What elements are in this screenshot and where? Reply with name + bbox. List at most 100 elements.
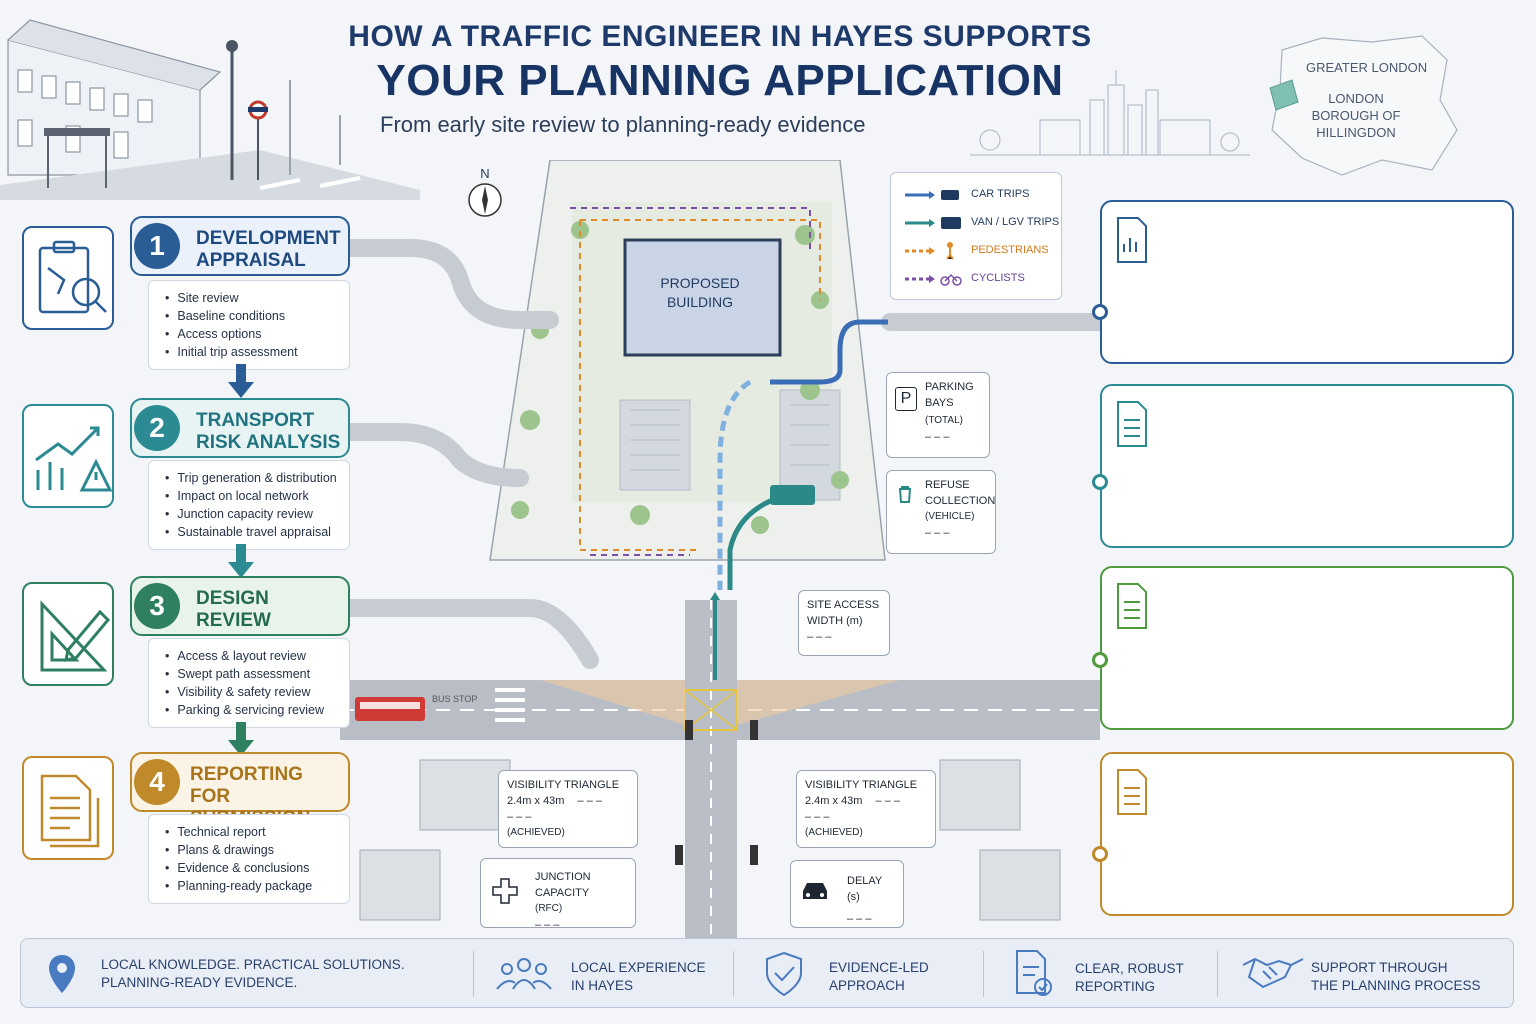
people-icon (496, 958, 552, 990)
refuse-line2: COLLECTION (925, 495, 996, 507)
junction-icon (492, 878, 518, 904)
legend-cyclists: CYCLISTS (971, 272, 1025, 284)
step3-title-line2: REVIEW (196, 610, 271, 631)
skyline-illustration (970, 70, 1250, 156)
list-item: Planning-ready package (165, 877, 339, 895)
arrow-down-icon (228, 544, 254, 578)
van-icon (941, 217, 961, 229)
step3-header: 3 DESIGN REVIEW (130, 576, 350, 636)
list-item: Swept path assessment (165, 665, 339, 683)
vis-left-value1: – – – (577, 795, 602, 807)
step2-number: 2 (134, 405, 180, 451)
step1-number: 1 (134, 223, 180, 269)
step2-title-line1: TRANSPORT (196, 410, 315, 431)
vis-left-line2: 2.4m x 43m (507, 795, 565, 807)
vis-left-line3: (ACHIEVED) (507, 827, 565, 838)
car-icon (941, 190, 959, 200)
header-line1: HOW A TRAFFIC ENGINEER IN HAYES SUPPORTS (348, 20, 1092, 53)
connector-dot (1092, 652, 1108, 668)
access-value: – – – (807, 631, 832, 643)
parking-callout: P PARKING BAYS (TOTAL) – – – (886, 372, 990, 458)
step2-list: Trip generation & distribution Impact on… (148, 460, 350, 550)
vis-right-value1: – – – (875, 795, 900, 807)
visibility-splay-right (737, 680, 900, 725)
cycle-route-top (570, 207, 811, 250)
output-panel-3 (1100, 566, 1514, 730)
locator-map: GREATER LONDON LONDON BOROUGH OF HILLING… (1262, 30, 1462, 180)
step1-title-line1: DEVELOPMENT (196, 228, 341, 249)
legend-van: VAN / LGV TRIPS (971, 216, 1060, 228)
chart-warning-icon (35, 426, 113, 492)
list-item: Trip generation & distribution (165, 469, 339, 487)
footer-tagline-line2: PLANNING-READY EVIDENCE. (101, 975, 298, 990)
pedestrian-route-top (580, 219, 821, 300)
refuse-line1: REFUSE (925, 479, 970, 491)
step1-icon-box (22, 226, 114, 330)
step2-icon-box (22, 404, 114, 508)
handshake-icon (1242, 957, 1304, 989)
parking-line2: BAYS (925, 397, 954, 409)
footer-item2-line2: APPROACH (829, 978, 905, 993)
list-item: Access options (165, 325, 339, 343)
car-front-icon (803, 883, 827, 899)
step4-list: Technical report Plans & drawings Eviden… (148, 814, 350, 904)
vis-right-line2: 2.4m x 43m (805, 795, 863, 807)
footer-item1-line2: IN HAYES (571, 978, 634, 993)
pedestrian-route-left (579, 220, 700, 551)
proposed-building-label: PROPOSED BUILDING (660, 275, 740, 310)
shield-check-icon (766, 951, 802, 997)
vis-left-line1: VISIBILITY TRIANGLE (507, 779, 620, 791)
refuse-callout: REFUSE COLLECTION (VEHICLE) – – – (886, 470, 996, 554)
pedestrian-icon (947, 242, 953, 248)
zebra-crossing (495, 688, 525, 722)
locator-borough: LONDON BOROUGH OF HILLINGDON (1311, 91, 1401, 140)
page-title: YOUR PLANNING APPLICATION (376, 56, 1064, 105)
step1-header: 1 DEVELOPMENT APPRAISAL (130, 216, 350, 276)
document-check-icon (1016, 950, 1052, 996)
junction-line1: JUNCTION CAPACITY (535, 871, 591, 899)
vis-right-line1: VISIBILITY TRIANGLE (805, 779, 918, 791)
list-item: Parking & servicing review (165, 701, 339, 719)
step4-header: 4 REPORTING FOR SUBMISSION (130, 752, 350, 829)
step4-icon-box (22, 756, 114, 860)
connector-dot (1092, 846, 1108, 862)
site-access-callout: SITE ACCESS WIDTH (m) – – – (798, 590, 890, 656)
bus-stop-marking: BUS STOP (432, 694, 477, 704)
footer-tagline-line1: LOCAL KNOWLEDGE. PRACTICAL SOLUTIONS. (101, 957, 405, 972)
junction-line2: (RFC) (535, 903, 563, 914)
approach-roads (340, 239, 1100, 669)
visibility-triangle-right-callout: VISIBILITY TRIANGLE 2.4m x 43m – – – – –… (796, 770, 936, 848)
footer-item4-line1: SUPPORT THROUGH (1311, 960, 1448, 975)
vis-right-line3: (ACHIEVED) (805, 827, 863, 838)
document-icon (1117, 769, 1147, 815)
delay-value: – – – (847, 913, 872, 925)
list-item: Plans & drawings (165, 841, 339, 859)
list-item: Junction capacity review (165, 505, 339, 523)
step4-title-line1: REPORTING FOR (190, 764, 303, 807)
documents-icon (40, 774, 100, 848)
list-item: Sustainable travel appraisal (165, 523, 339, 541)
footer-item3-line1: CLEAR, ROBUST (1075, 961, 1184, 976)
junction-value: – – – (535, 919, 560, 931)
list-item: Baseline conditions (165, 307, 339, 325)
list-item: Evidence & conclusions (165, 859, 339, 877)
flow-legend: CAR TRIPS VAN / LGV TRIPS PEDESTRIANS CY… (890, 172, 1062, 300)
car-route-out (717, 379, 752, 590)
car-route-in (770, 319, 888, 385)
connector-dot (1092, 304, 1108, 320)
list-item: Visibility & safety review (165, 683, 339, 701)
step2-title-line2: RISK ANALYSIS (196, 432, 341, 453)
access-line1: SITE ACCESS (807, 599, 880, 611)
footer-item4-line2: THE PLANNING PROCESS (1311, 978, 1481, 993)
document-icon (1117, 401, 1147, 447)
step1-title-line2: APPRAISAL (196, 250, 306, 271)
document-icon (1117, 583, 1147, 629)
locator-region: GREATER LONDON (1306, 60, 1428, 75)
report-chart-icon (1117, 217, 1147, 263)
step3-number: 3 (134, 583, 180, 629)
proposed-building-outline (623, 238, 782, 357)
output-panel-4 (1100, 752, 1514, 916)
street-scene-illustration (0, 19, 420, 200)
footer-item3-line2: REPORTING (1075, 979, 1156, 994)
list-item: Initial trip assessment (165, 343, 339, 361)
